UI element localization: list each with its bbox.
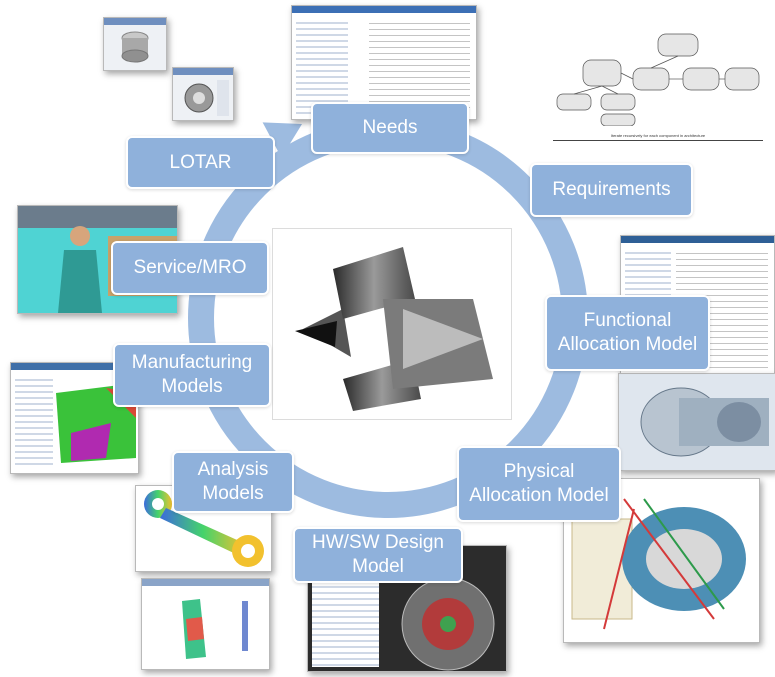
- physical-allocation-thumbnail: [563, 478, 760, 643]
- flow-diagram-icon: [556, 33, 760, 127]
- stage-hwsw-design-model[interactable]: HW/SW Design Model: [293, 527, 463, 583]
- lotar-cad-thumbnail-1: [103, 17, 167, 71]
- stage-manufacturing-models[interactable]: Manufacturing Models: [113, 343, 271, 407]
- stage-lotar[interactable]: LOTAR: [126, 136, 275, 189]
- needs-document-thumbnail: [291, 5, 477, 120]
- engine-assembly-icon: [571, 498, 746, 630]
- engine-model-icon: [640, 387, 769, 457]
- turbine-disk-icon: [401, 577, 495, 671]
- turbine-blade-icon: [182, 599, 248, 659]
- requirements-diagram-caption: Iterate recursively for each component i…: [610, 133, 706, 138]
- connecting-rod-icon: [144, 490, 264, 567]
- lotar-cad-thumbnail-2: [172, 67, 234, 121]
- stage-needs[interactable]: Needs: [311, 102, 469, 154]
- analysis-fem-thumbnail-2: [141, 578, 270, 670]
- engine-render-thumbnail: [618, 373, 775, 471]
- stage-service-mro[interactable]: Service/MRO: [111, 241, 269, 295]
- cylinder-icon: [121, 31, 149, 63]
- stage-physical-allocation-model[interactable]: Physical Allocation Model: [457, 446, 621, 522]
- stage-analysis-models[interactable]: Analysis Models: [172, 451, 294, 513]
- stage-requirements[interactable]: Requirements: [530, 163, 693, 217]
- engine-cutaway-image: [272, 228, 512, 420]
- requirements-flow-diagram: Iterate recursively for each component i…: [553, 28, 763, 141]
- turbofan-engine-icon: [295, 247, 493, 411]
- gear-part-icon: [184, 80, 229, 116]
- service-mro-thumbnail: [17, 205, 178, 314]
- stage-functional-allocation-model[interactable]: Functional Allocation Model: [545, 295, 710, 371]
